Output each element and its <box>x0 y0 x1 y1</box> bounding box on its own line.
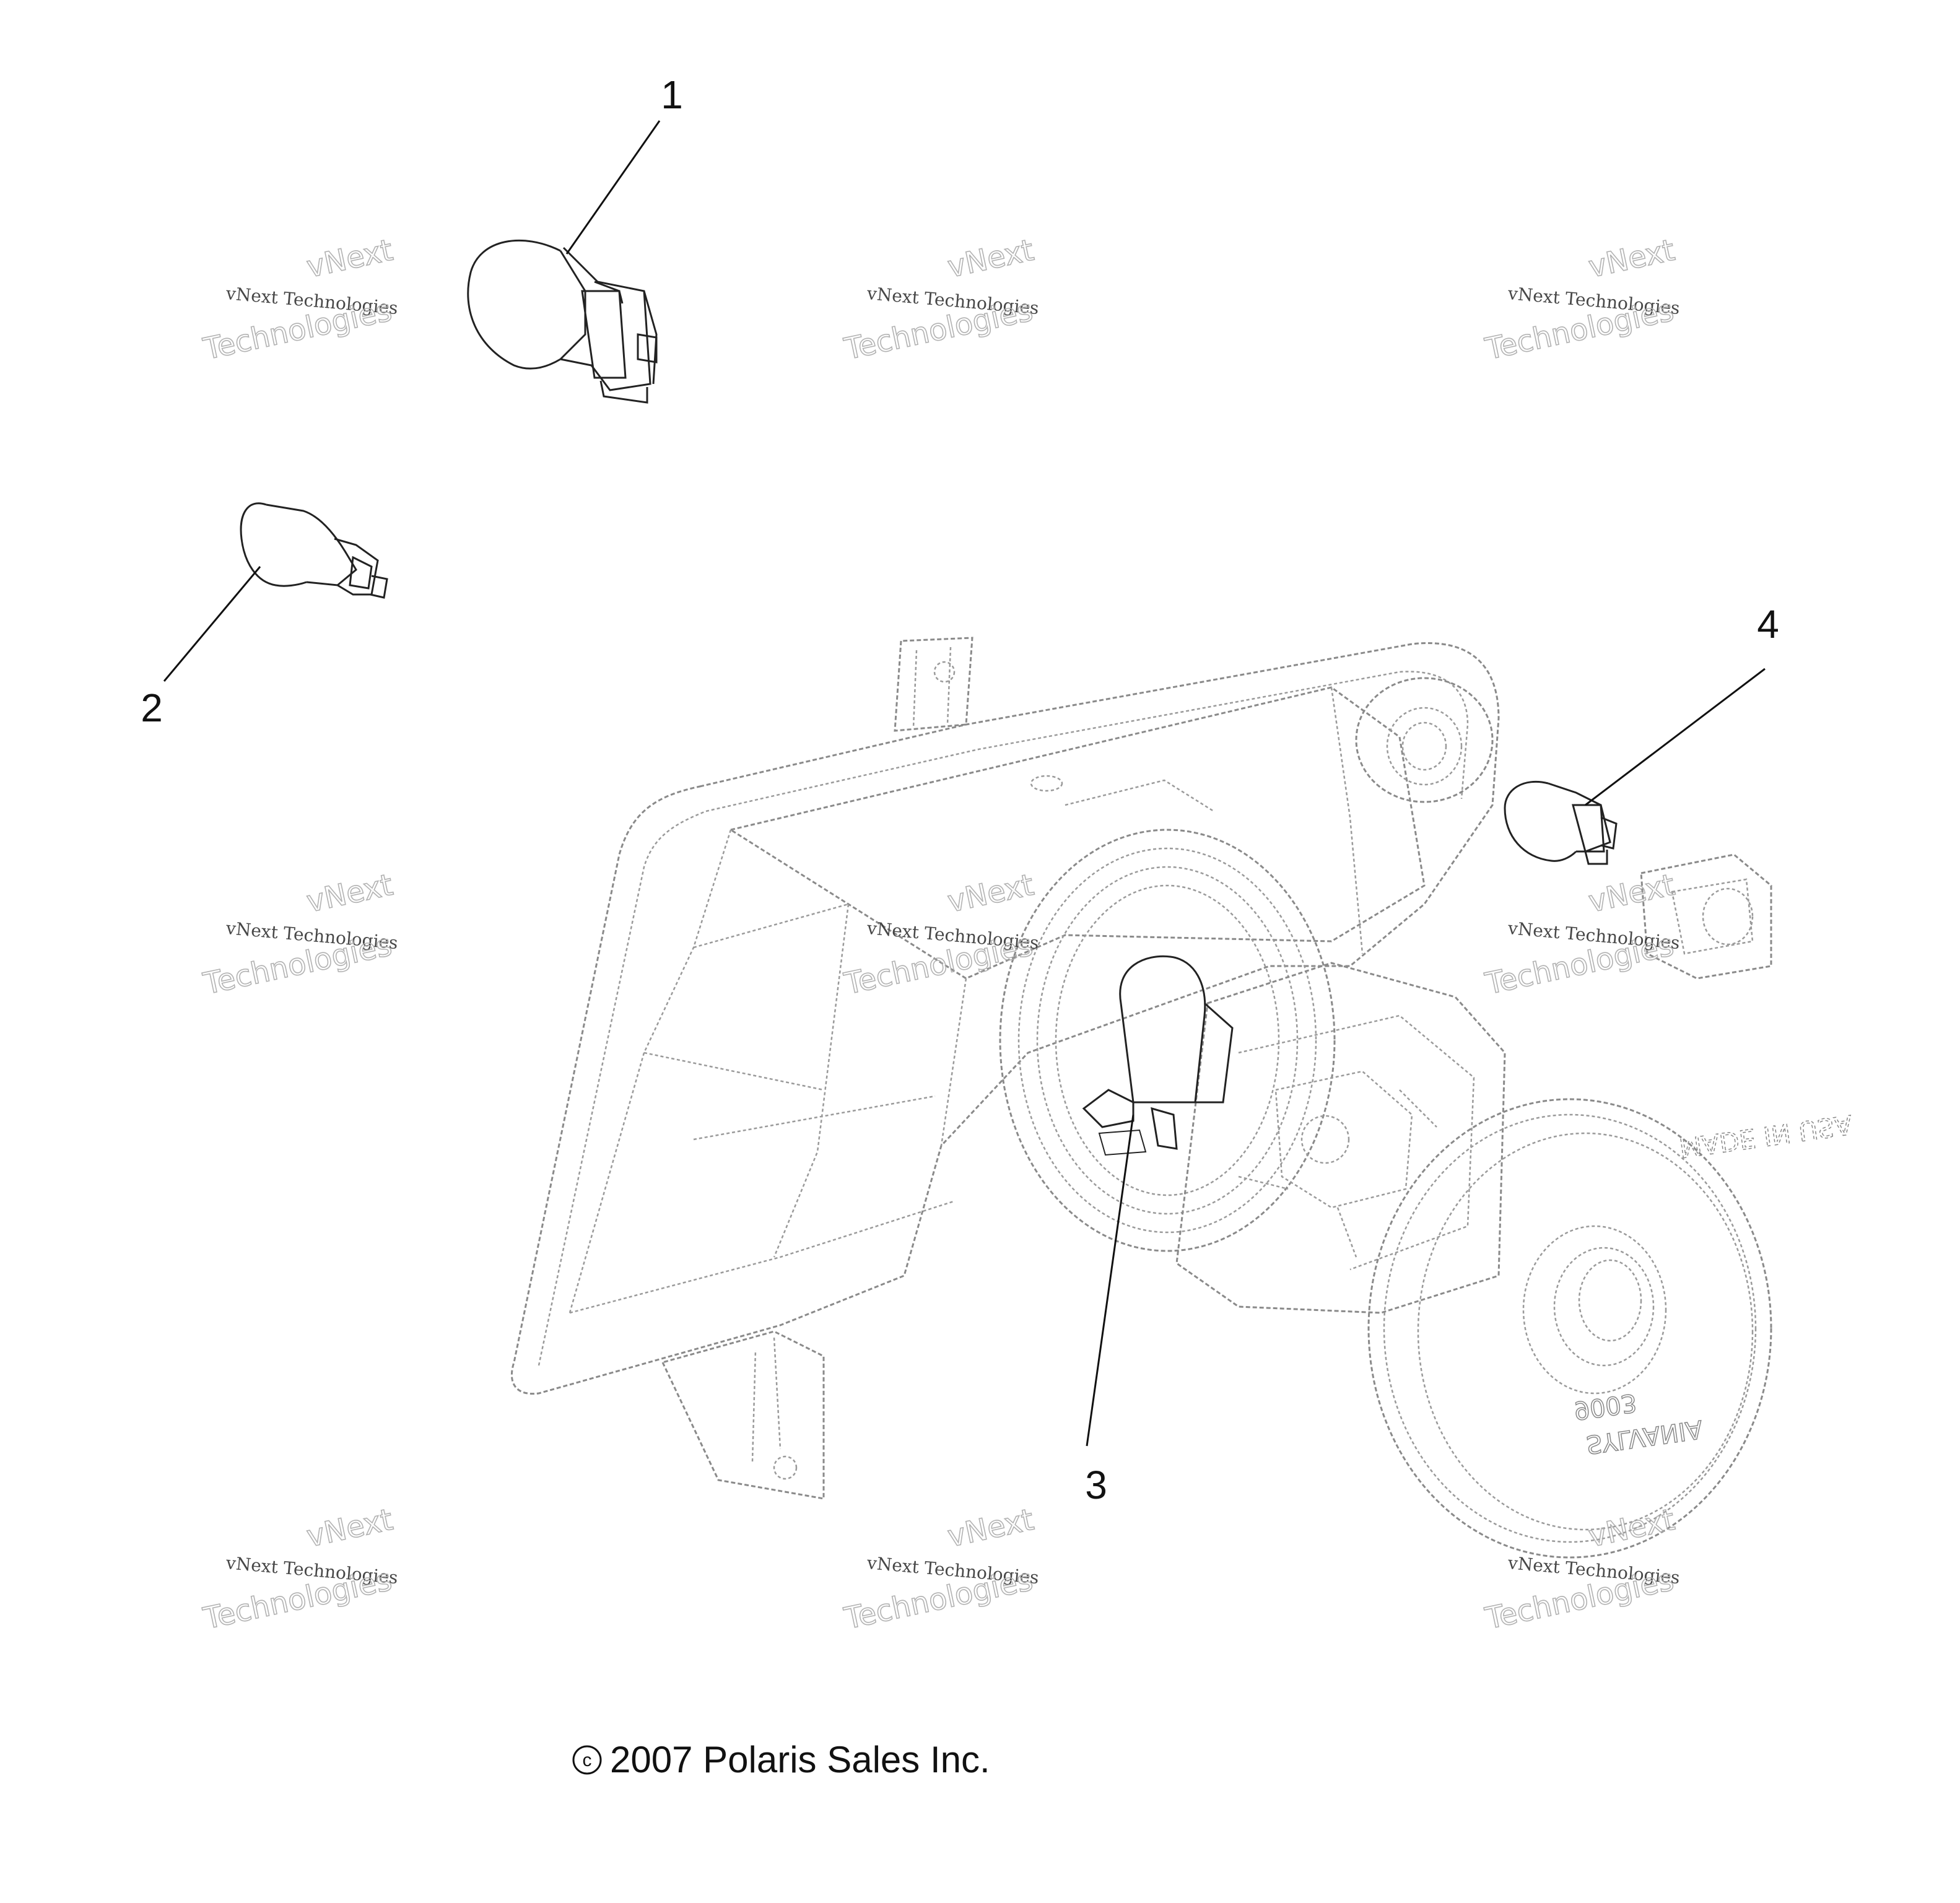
watermark-line1: vNext <box>944 868 1037 920</box>
watermark: vNext vNext Technologies Technologies <box>841 867 1040 1002</box>
watermark: vNext vNext Technologies Technologies <box>200 232 399 367</box>
copyright-symbol: c <box>583 1750 592 1770</box>
watermark: vNext vNext Technologies Technologies <box>1482 232 1681 367</box>
watermark-line1: vNext <box>303 233 396 285</box>
lens-text-line2: 9003 <box>1572 1388 1639 1425</box>
watermark: vNext vNext Technologies Technologies <box>841 232 1040 367</box>
bulb-4[interactable] <box>1504 780 1618 865</box>
watermarks: vNext vNext Technologies Technologies vN… <box>200 232 1681 1637</box>
headlight-housing: MADE IN USA 9003 SYLVANIA <box>510 637 1855 1559</box>
callout-2[interactable]: 2 <box>141 686 163 730</box>
watermark-line1: vNext <box>944 1502 1037 1554</box>
lens-text-line1: MADE IN USA <box>1678 1109 1855 1164</box>
bulb-2[interactable] <box>240 502 388 599</box>
leader-2 <box>163 566 261 682</box>
copyright-notice: c 2007 Polaris Sales Inc. <box>572 1739 990 1780</box>
bulb-1[interactable] <box>467 239 658 404</box>
callout-4[interactable]: 4 <box>1757 602 1779 647</box>
watermark: vNext vNext Technologies Technologies <box>200 867 399 1002</box>
bulb-3-headlamp[interactable] <box>1082 955 1234 1156</box>
leader-lines <box>163 120 1766 1447</box>
leader-3 <box>1086 1114 1135 1447</box>
leader-4 <box>1585 668 1766 806</box>
watermark: vNext vNext Technologies Technologies <box>841 1502 1040 1637</box>
watermark-line1: vNext <box>1585 233 1678 285</box>
copyright-circle-icon <box>572 1745 602 1775</box>
leader-1 <box>565 120 661 255</box>
callout-1[interactable]: 1 <box>661 72 683 117</box>
copyright-text: 2007 Polaris Sales Inc. <box>610 1739 990 1780</box>
watermark: vNext vNext Technologies Technologies <box>200 1502 399 1637</box>
watermark-line1: vNext <box>303 1502 396 1554</box>
watermark: vNext vNext Technologies Technologies <box>1482 867 1681 1002</box>
watermark-line1: vNext <box>303 868 396 920</box>
callout-labels: 1 2 3 4 <box>141 72 1779 1507</box>
watermark-line1: vNext <box>944 233 1037 285</box>
watermark-line1: vNext <box>1585 868 1678 920</box>
callout-3[interactable]: 3 <box>1085 1463 1107 1507</box>
watermark: vNext vNext Technologies Technologies <box>1482 1502 1681 1637</box>
lens-markings: MADE IN USA 9003 SYLVANIA <box>1572 1108 1855 1459</box>
